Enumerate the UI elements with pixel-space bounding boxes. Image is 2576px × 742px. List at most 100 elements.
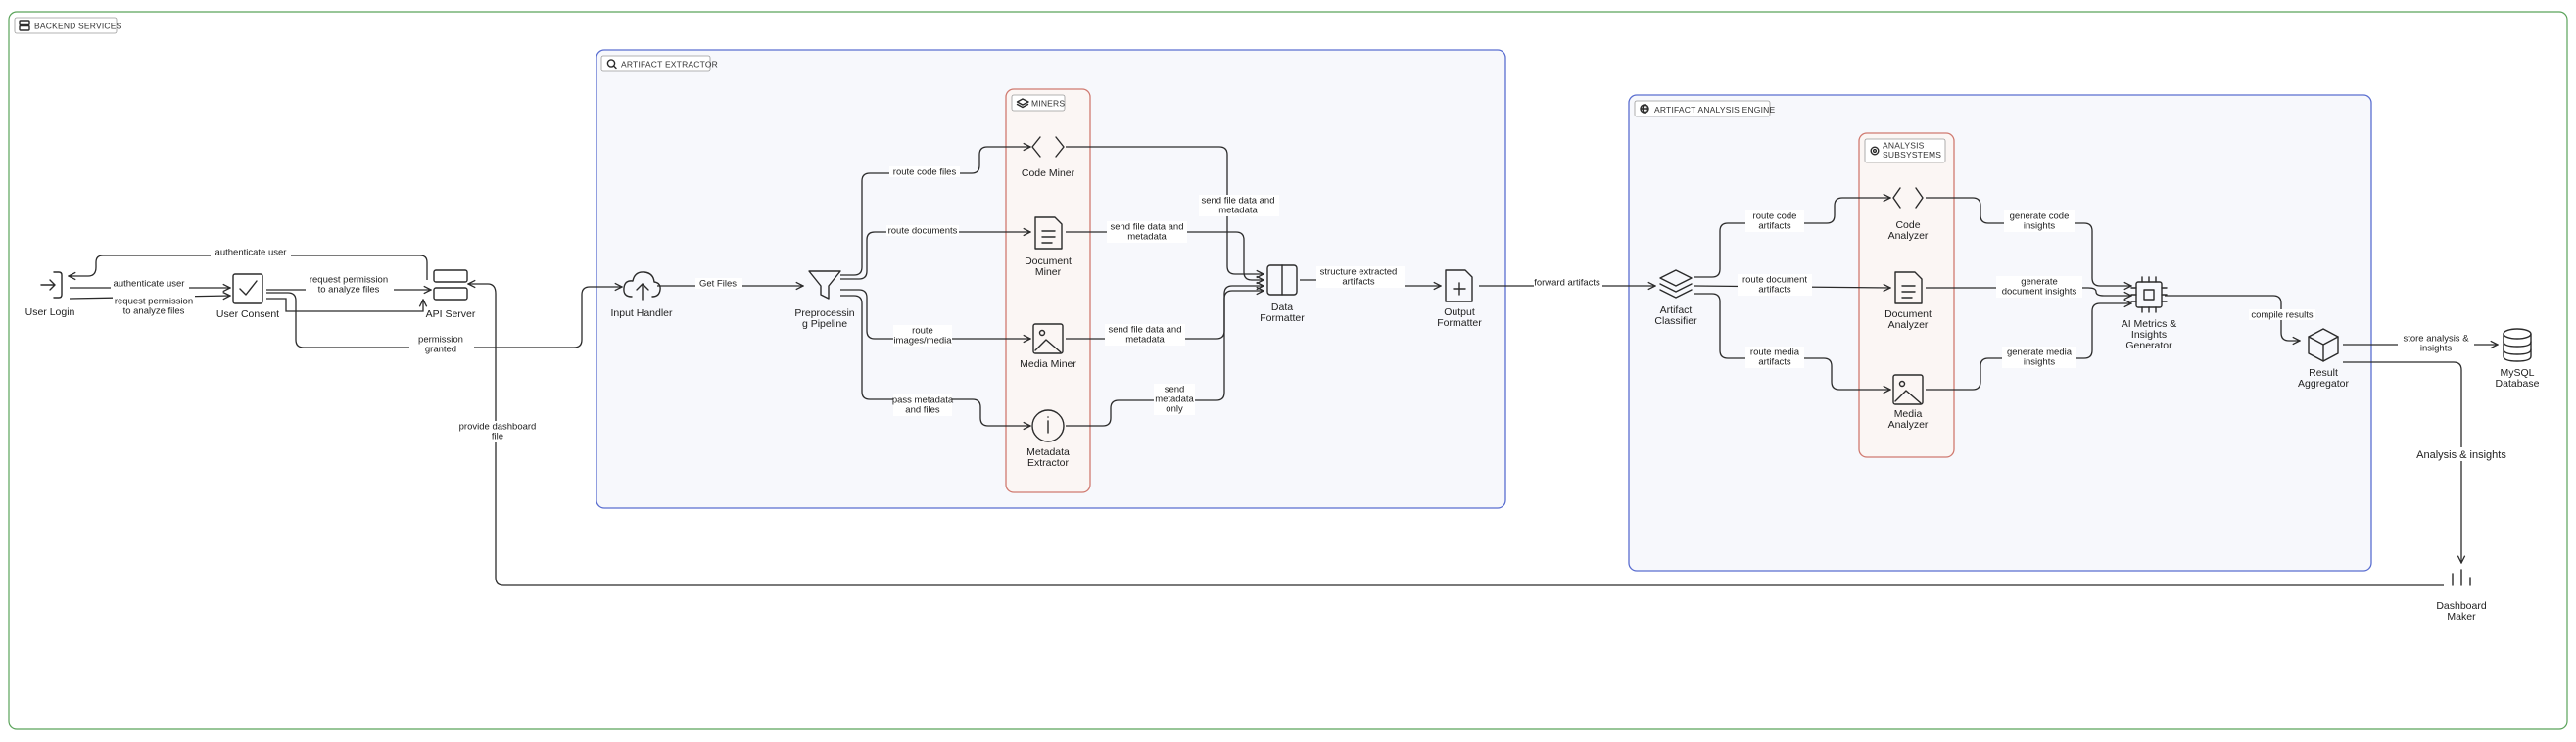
edge-label-request-permission-a1: request permission [115, 297, 193, 307]
edge-label-route-code-artifacts-2: artifacts [1758, 221, 1791, 232]
info-icon [1031, 409, 1065, 442]
chip-icon [2130, 276, 2168, 313]
label-dashboard-maker-1: Dashboard [2436, 600, 2487, 612]
label-code-analyzer-1: Code [1895, 219, 1920, 231]
database-icon [2503, 328, 2532, 362]
edge-label-send-code-1: send file data and [1201, 196, 1274, 207]
label-input-handler: Input Handler [610, 307, 673, 319]
edge-label-route-media-artifacts-1: route media [1750, 348, 1800, 358]
label-preprocessing-1: Preprocessin [794, 307, 854, 319]
label-ai-metrics-1: AI Metrics & [2122, 318, 2177, 330]
label-artifact-classifier-2: Classifier [1654, 315, 1697, 327]
label-document-analyzer-1: Document [1884, 308, 1932, 320]
stack-icon [1659, 269, 1693, 299]
edge-label-send-meta-3: only [1166, 404, 1183, 415]
node-user-login[interactable]: User Login [25, 271, 75, 318]
checkbox-icon [232, 273, 263, 304]
group-title-subsystems-2: SUBSYSTEMS [1883, 150, 1941, 160]
label-media-miner: Media Miner [1020, 358, 1076, 370]
columns-icon [1266, 264, 1298, 296]
gear-icon [1870, 146, 1880, 156]
node-document-analyzer[interactable]: Document Analyzer [1884, 271, 1932, 331]
edge-label-structure-1: structure extracted [1320, 267, 1398, 278]
edge-label-route-code-artifacts-1: route code [1753, 211, 1797, 222]
node-dashboard-maker[interactable]: Dashboard Maker [2436, 569, 2487, 623]
edge-preproc-to-doc [840, 232, 1030, 280]
node-media-analyzer[interactable]: Media Analyzer [1888, 374, 1929, 431]
node-artifact-classifier[interactable]: Artifact Classifier [1654, 269, 1697, 327]
node-media-miner[interactable]: Media Miner [1020, 323, 1076, 370]
group-miners: MINERS [1005, 88, 1091, 493]
edge-label-send-doc-1: send file data and [1110, 222, 1183, 233]
node-data-formatter[interactable]: Data Formatter [1260, 264, 1305, 324]
edge-labels: authenticate user authenticate user requ… [111, 166, 2511, 461]
edge-label-store-analysis-1: store analysis & [2403, 334, 2469, 345]
edge-label-forward-artifacts: forward artifacts [1534, 278, 1600, 289]
server-icon [19, 20, 30, 31]
label-dashboard-maker-2: Maker [2447, 611, 2476, 623]
label-mysql-2: Database [2496, 378, 2540, 390]
group-title-backend: BACKEND SERVICES [34, 22, 122, 31]
label-metadata-extractor-1: Metadata [1026, 446, 1070, 458]
edge-label-provide-dashboard-2: file [492, 432, 503, 442]
edge-doc-to-formatter [1066, 231, 1264, 280]
edge-label-gen-media-2: insights [2024, 357, 2055, 368]
group-analysis-subsystems: ANALYSIS SUBSYSTEMS [1858, 132, 1955, 458]
edge-label-send-meta-2: metadata [1155, 394, 1194, 405]
node-code-analyzer[interactable]: Code Analyzer [1888, 187, 1929, 242]
cloud-upload-icon [623, 271, 661, 301]
edge-preproc-to-media [840, 289, 1030, 339]
group-artifact-analysis-engine: ARTIFACT ANALYSIS ENGINE [1628, 94, 2372, 572]
node-ai-metrics-generator[interactable]: AI Metrics & Insights Generator [2122, 276, 2177, 351]
edge-api-to-login [69, 255, 428, 280]
edge-label-request-permission-b1: request permission [310, 275, 388, 286]
code-icon-analyzer [1892, 187, 1924, 209]
label-result-aggregator-2: Aggregator [2298, 378, 2349, 390]
label-api-server: API Server [426, 308, 476, 320]
group-title-engine: ARTIFACT ANALYSIS ENGINE [1654, 105, 1775, 115]
edge-aggregator-to-dashboard [2343, 361, 2461, 563]
edge-label-gen-media-1: generate media [2007, 348, 2073, 358]
node-user-consent[interactable]: User Consent [216, 273, 279, 320]
node-output-formatter[interactable]: Output Formatter [1437, 269, 1482, 329]
edge-label-send-media-2: metadata [1125, 335, 1165, 346]
label-artifact-classifier-1: Artifact [1660, 304, 1693, 316]
node-code-miner[interactable]: Code Miner [1022, 136, 1075, 179]
document-icon [1034, 216, 1063, 250]
label-code-analyzer-2: Analyzer [1888, 230, 1929, 242]
edge-label-send-meta-1: send [1165, 385, 1185, 395]
label-ai-metrics-3: Generator [2125, 340, 2172, 351]
node-mysql-database[interactable]: MySQL Database [2496, 328, 2540, 390]
label-document-miner-1: Document [1025, 255, 1072, 267]
globe-icon [1640, 104, 1649, 114]
node-preprocessing-pipeline[interactable]: Preprocessin g Pipeline [794, 270, 855, 330]
edge-label-send-media-1: send file data and [1108, 325, 1181, 336]
edge-label-authenticate-user: authenticate user [114, 279, 185, 290]
box-icon [2308, 328, 2339, 362]
node-metadata-extractor[interactable]: Metadata Extractor [1026, 409, 1070, 469]
node-result-aggregator[interactable]: Result Aggregator [2298, 328, 2349, 390]
node-api-server[interactable]: API Server [426, 269, 476, 320]
edge-label-route-code: route code files [893, 167, 957, 178]
edge-label-authenticate-user-top: authenticate user [215, 248, 287, 258]
edge-label-route-media-artifacts-2: artifacts [1758, 357, 1791, 368]
edge-label-send-code-2: metadata [1218, 206, 1258, 216]
edge-label-permission-granted-1: permission [418, 335, 463, 346]
edge-label-get-files: Get Files [699, 279, 737, 290]
label-media-analyzer-2: Analyzer [1888, 419, 1929, 431]
label-metadata-extractor-2: Extractor [1027, 457, 1070, 469]
label-user-consent: User Consent [216, 308, 279, 320]
group-title-miners: MINERS [1031, 99, 1065, 109]
edge-consent-request-loop [266, 298, 423, 312]
node-document-miner[interactable]: Document Miner [1025, 216, 1072, 278]
node-input-handler[interactable]: Input Handler [610, 271, 673, 319]
code-icon [1031, 136, 1065, 158]
label-output-formatter-1: Output [1444, 306, 1475, 318]
edge-label-send-doc-2: metadata [1127, 232, 1167, 243]
bar-chart-icon [2452, 569, 2471, 586]
image-icon-analyzer [1892, 374, 1924, 405]
edge-label-request-permission-a2: to analyze files [123, 306, 185, 317]
edge-doc-analyzer-to-ai [1926, 287, 2131, 296]
image-icon [1032, 323, 1064, 354]
